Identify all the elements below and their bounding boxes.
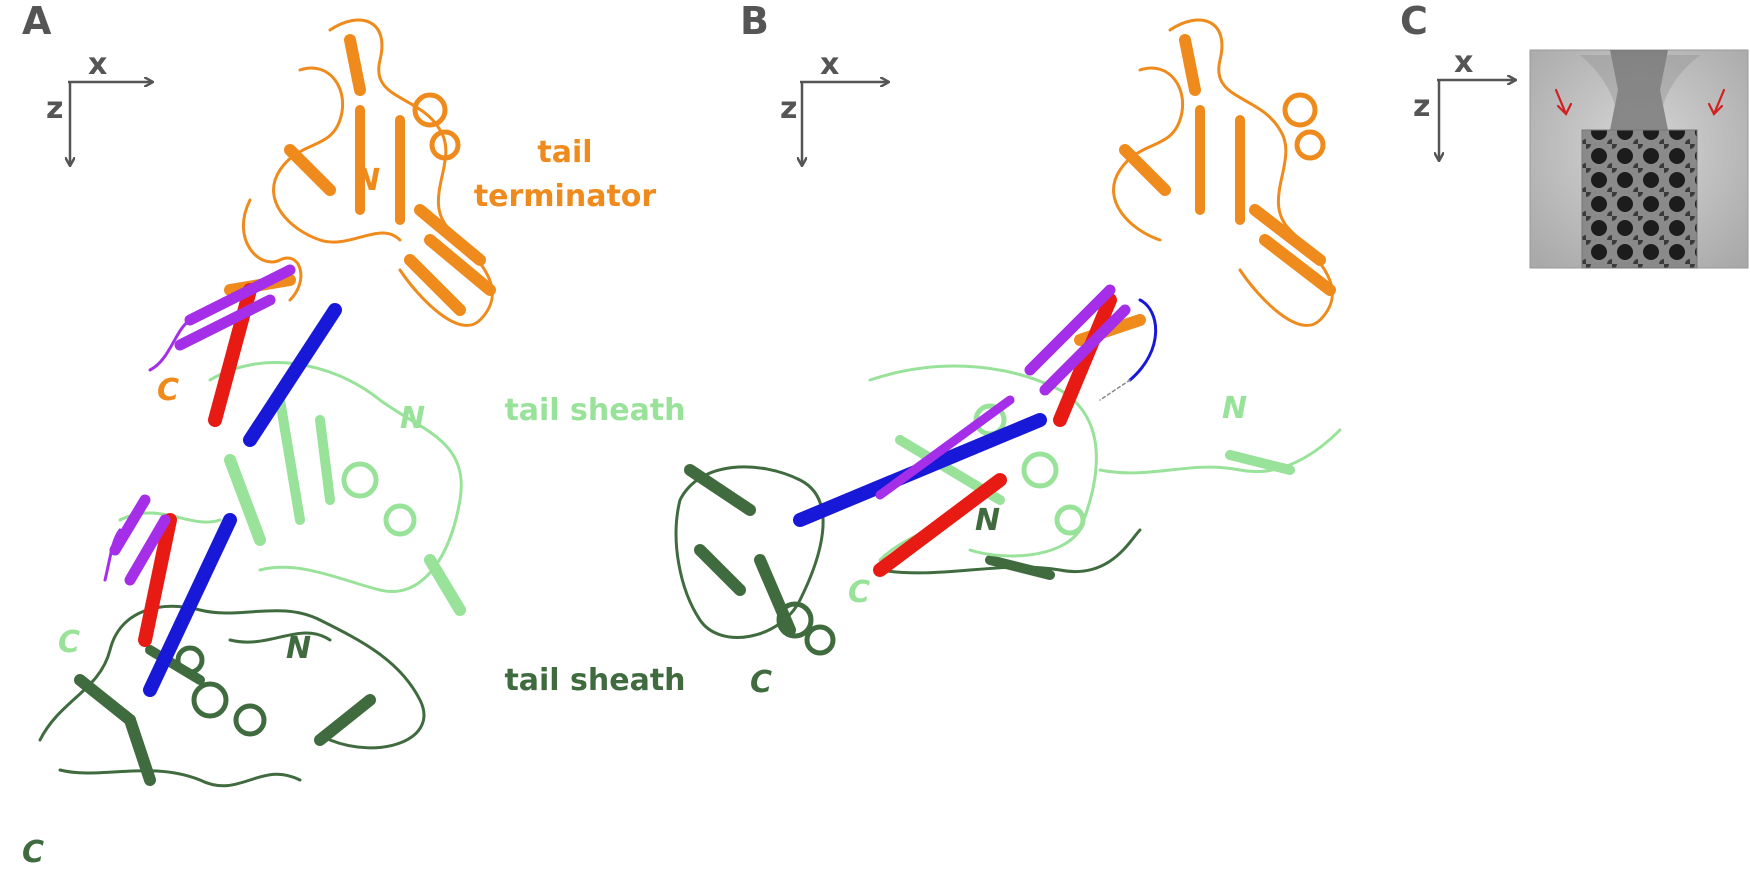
- tail-terminator-label-line1: tail: [537, 135, 592, 170]
- panel-b-letter: B: [740, 0, 769, 43]
- tail-sheath-light-structure-a: [118, 361, 466, 616]
- helix-pair-lower-a: [103, 494, 237, 697]
- a-dark-c-terminus: C: [22, 835, 44, 870]
- z-axis-label: z: [46, 91, 63, 126]
- z-axis-label: z: [780, 91, 797, 126]
- x-axis-label: x: [88, 47, 107, 82]
- panel-b: B x z: [674, 0, 1342, 700]
- tail-sheath-light-label: tail sheath: [504, 393, 685, 428]
- panel-c-letter: C: [1400, 0, 1428, 43]
- tail-sheath-dark-structure-b: [674, 464, 1142, 656]
- red-arrow-left: [1554, 88, 1573, 116]
- a-light-n-terminus: N: [400, 401, 425, 436]
- em-density-image: [1529, 49, 1749, 269]
- panel-b-axes: x z: [780, 47, 888, 165]
- a-orange-c-terminus: C: [157, 373, 179, 408]
- tail-sheath-dark-structure-a: [38, 604, 426, 788]
- tail-terminator-structure-b: [1074, 18, 1336, 346]
- panel-a-axes: x z: [46, 47, 152, 165]
- panel-a-letter: A: [22, 0, 52, 43]
- b-dark-c-terminus: C: [750, 665, 772, 700]
- panel-c: C x z: [1400, 0, 1749, 269]
- tail-sheath-dark-label: tail sheath: [504, 663, 685, 698]
- a-orange-n-terminus: N: [355, 163, 380, 198]
- z-axis-label: z: [1413, 89, 1430, 124]
- red-arrow-right: [1707, 88, 1726, 116]
- x-axis-label: x: [1454, 45, 1473, 80]
- x-axis-label: x: [820, 47, 839, 82]
- b-light-c-terminus: C: [848, 575, 870, 610]
- helix-bundle-b: [793, 284, 1158, 577]
- tail-terminator-label-line2: terminator: [474, 179, 657, 214]
- panel-c-axes: x z: [1413, 45, 1515, 160]
- helix-pair-upper-a: [148, 264, 342, 447]
- a-dark-n-terminus: N: [286, 631, 311, 666]
- tail-terminator-structure-a: [224, 18, 496, 327]
- b-mid-n-terminus: N: [975, 503, 1000, 538]
- b-light-n-terminus: N: [1222, 391, 1247, 426]
- panel-a: A x z: [22, 0, 686, 870]
- a-light-c-terminus: C: [58, 625, 80, 660]
